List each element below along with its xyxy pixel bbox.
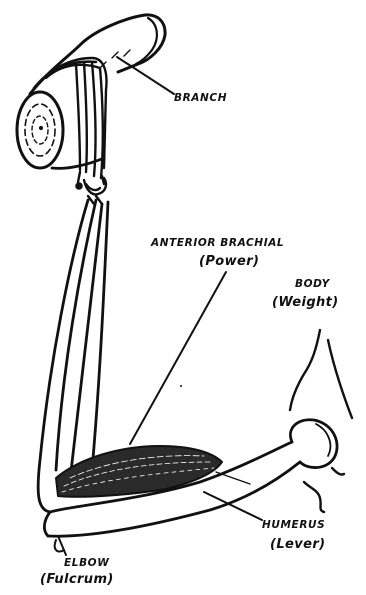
anterior-brachial-muscle: [56, 446, 222, 497]
label-elbow: ELBOW: [64, 558, 109, 569]
label-branch: BRANCH: [174, 93, 227, 104]
label-weight: (Weight): [272, 296, 339, 309]
label-power: (Power): [199, 255, 259, 268]
label-lever: (Lever): [270, 538, 326, 551]
label-anterior-brachial: ANTERIOR BRACHIAL: [151, 238, 284, 249]
label-body: BODY: [295, 279, 330, 290]
label-humerus: HUMERUS: [262, 520, 325, 531]
label-fulcrum: (Fulcrum): [40, 573, 114, 586]
branch-drawing: [17, 15, 165, 168]
